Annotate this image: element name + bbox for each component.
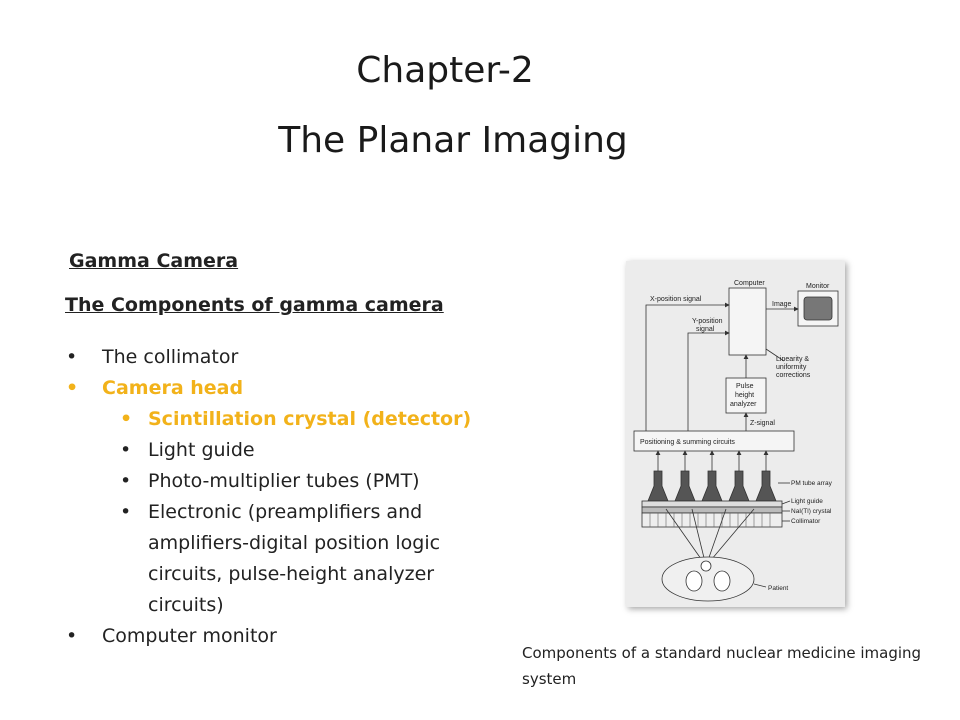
list-item: The collimator (66, 342, 506, 373)
label-pha: Pulse (736, 383, 754, 390)
section-heading: Gamma Camera (69, 250, 239, 272)
label-pha-3: analyzer (730, 401, 757, 408)
diagram-svg: Computer Monitor X-position signal Image… (633, 280, 839, 602)
label-computer: Computer (734, 280, 765, 287)
label-y-signal: Y-position (692, 318, 723, 325)
label-positioning: Positioning & summing circuits (640, 439, 735, 446)
label-collimator: Collimator (791, 518, 821, 525)
label-linearity-3: corrections (776, 372, 811, 379)
label-monitor: Monitor (806, 283, 830, 290)
computer-box (728, 287, 767, 356)
list-item: Computer monitor (66, 621, 506, 652)
patient-shape (661, 556, 755, 602)
figure-caption: Components of a standard nuclear medicin… (522, 644, 922, 688)
label-linearity: Linearity & (776, 356, 809, 363)
label-image: Image (772, 301, 792, 308)
slide-title: Chapter-2 (356, 50, 534, 91)
label-z-signal: Z-signal (750, 420, 775, 427)
label-crystal: NaI(Tl) crystal (791, 508, 832, 515)
label-light-guide: Light guide (791, 498, 823, 505)
label-x-signal: X-position signal (650, 296, 702, 303)
sub-list-item: Scintillation crystal (detector) (102, 404, 506, 435)
sub-list-item: Electronic (preamplifiers and amplifiers… (102, 497, 506, 621)
label-pha-2: height (735, 392, 754, 399)
pha-box (725, 377, 767, 414)
components-heading: The Components of gamma camera (65, 294, 444, 316)
slide-subtitle: The Planar Imaging (278, 120, 628, 161)
gamma-camera-diagram: Computer Monitor X-position signal Image… (626, 261, 845, 607)
sub-list-item: Light guide (102, 435, 506, 466)
label-y-signal-2: signal (696, 326, 715, 333)
sub-list-item: Photo-multiplier tubes (PMT) (102, 466, 506, 497)
sub-list: Scintillation crystal (detector) Light g… (102, 404, 506, 621)
label-pm-tube: PM tube array (791, 480, 833, 487)
component-list: The collimator Camera head Scintillation… (66, 342, 506, 652)
label-linearity-2: uniformity (776, 364, 807, 371)
label-patient: Patient (768, 585, 788, 592)
list-item: Camera head Scintillation crystal (detec… (66, 373, 506, 621)
